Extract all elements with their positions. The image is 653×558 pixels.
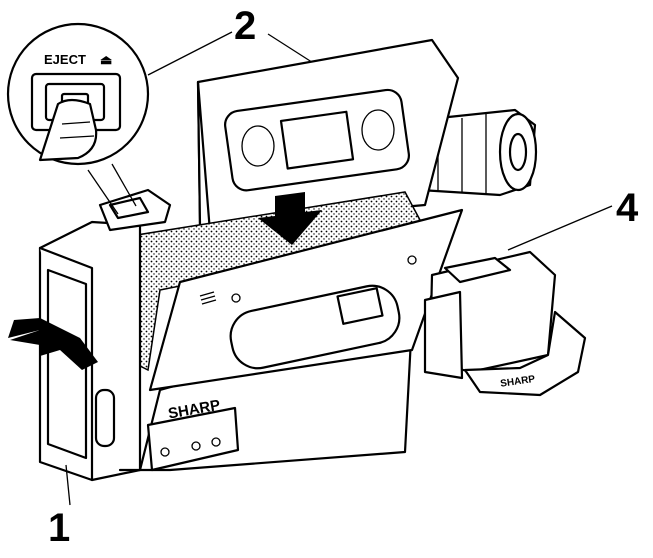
- pressing-finger: [38, 98, 98, 162]
- callout-number-4: 4: [616, 186, 639, 230]
- callout-number-2: 2: [234, 4, 257, 48]
- callout-2-leaders: [147, 31, 319, 76]
- insert-arrow: [258, 192, 322, 245]
- callout-1-leader: [65, 464, 71, 506]
- cassette-lid: [196, 38, 460, 234]
- battery-slot: [94, 388, 116, 448]
- eject-symbol: ⏏: [100, 52, 112, 67]
- slide-arrow: [8, 318, 98, 370]
- callout-4-leader: [507, 205, 613, 251]
- callout-number-1: 1: [48, 506, 71, 550]
- strap-brand-logo: SHARP: [500, 374, 537, 390]
- eject-label: EJECT: [44, 52, 86, 67]
- hand-grip: SHARP: [423, 250, 587, 397]
- side-door: [148, 208, 464, 392]
- eject-button-block: [98, 188, 172, 232]
- eject-inset: EJECT ⏏: [6, 22, 150, 215]
